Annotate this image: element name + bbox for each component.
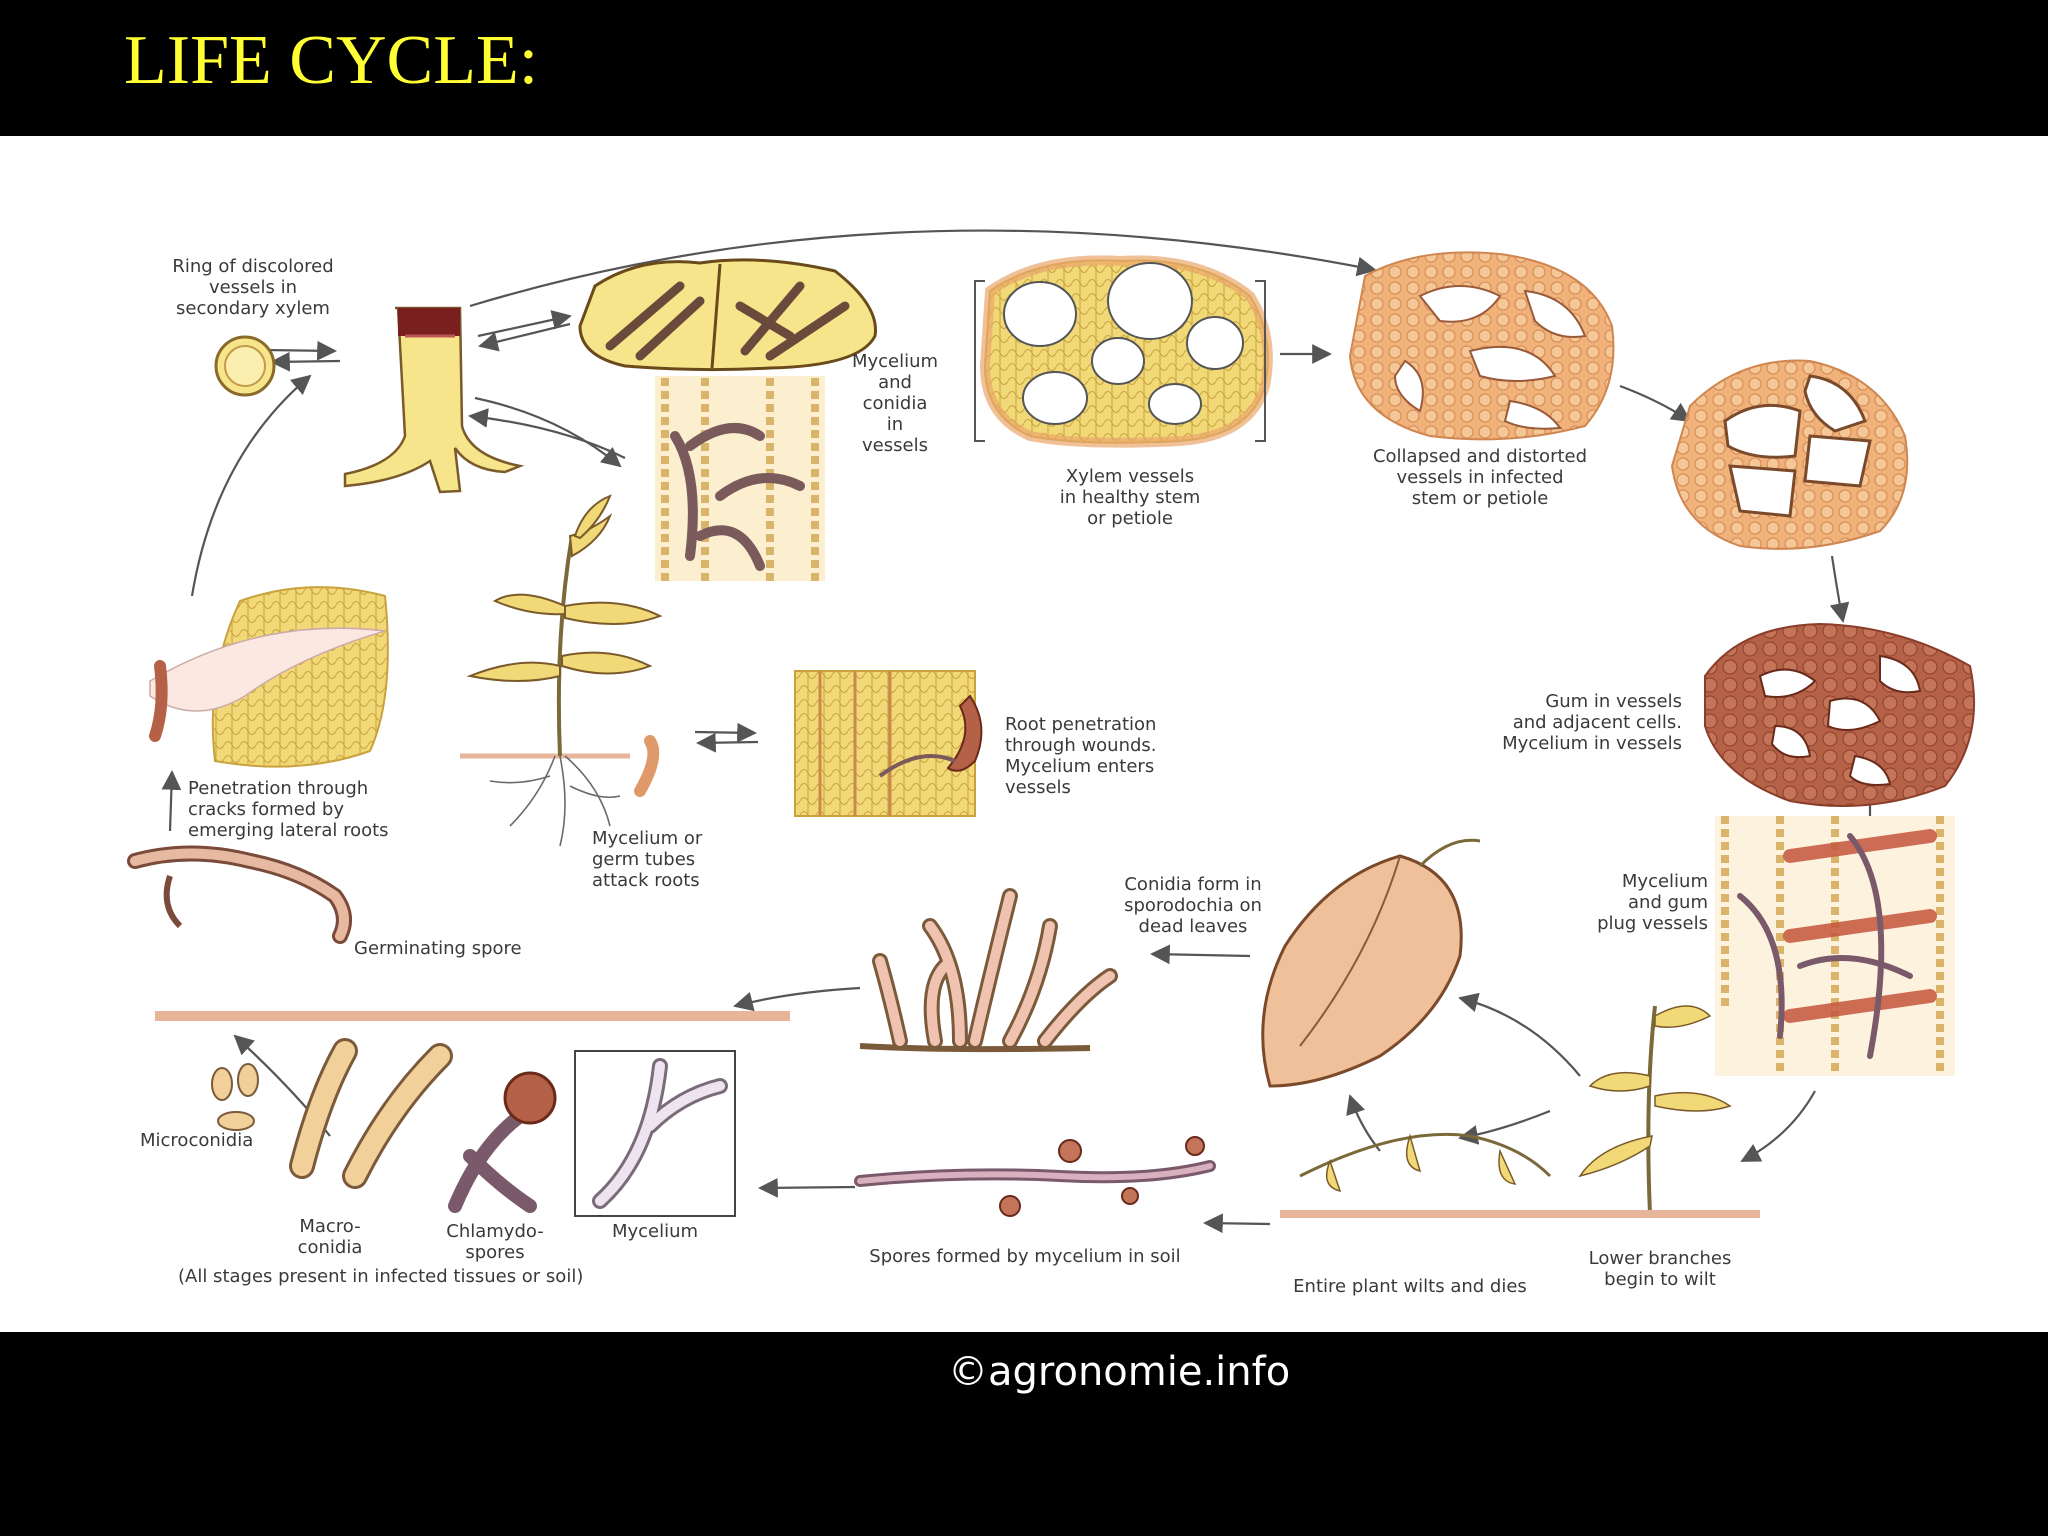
label-gum-in-vessels: Gum in vessels and adjacent cells. Mycel… [1502,691,1682,754]
gum-plug-vessels-illustration [1715,816,1955,1076]
label-microconidia: Microconidia [140,1130,254,1151]
footer-bar: ©agronomie.info [0,1332,2048,1536]
copyright-text: ©agronomie.info [948,1349,1291,1395]
label-mycelium: Mycelium [611,1221,699,1242]
gum-vessels-illustration [1704,622,1976,807]
label-entire-plant-wilts: Entire plant wilts and dies [1293,1276,1527,1297]
label-lower-branches-wilt: Lower branches begin to wilt [1588,1248,1732,1290]
label-all-stages: (All stages present in infected tissues … [178,1266,584,1287]
vessel-mycelium-longitudinal [655,376,825,581]
infected-vessel-cells [578,258,877,372]
life-cycle-diagram: Ring of discolored vessels in secondary … [0,136,2048,1332]
distorted-vessels-illustration [1670,359,1909,550]
label-collapsed-vessels: Collapsed and distorted vessels in infec… [1372,446,1588,509]
label-ring-discolored-vessels: Ring of discolored vessels in secondary … [172,256,334,319]
cycle-arrows [161,229,1880,1234]
stem-ring-illustration [214,306,525,494]
sporodochia-conidia-illustration [859,888,1118,1053]
healthy-xylem-illustration [974,255,1273,448]
label-conidia-sporodochia: Conidia form in sporodochia on dead leav… [1124,874,1262,937]
label-penetration-cracks: Penetration through cracks formed by eme… [188,778,389,841]
label-mycelium-conidia-vessels: Mycelium and conidia in vessels [851,351,939,456]
dead-leaf-illustration [1261,838,1481,1088]
label-macroconidia: Macro- conidia [297,1216,363,1258]
crack-penetration-illustration [149,586,389,768]
collapsed-vessels-illustration [1348,251,1615,441]
healthy-plant-illustration [460,494,663,847]
label-chlamydospores: Chlamydo- spores [446,1221,544,1263]
title-bar: LIFE CYCLE: [0,0,2048,136]
label-germinating-spore: Germinating spore [354,938,522,959]
slide-title: LIFE CYCLE: [124,22,539,99]
soil-mycelium-illustration [854,1136,1216,1217]
label-spores-in-soil: Spores formed by mycelium in soil [869,1246,1181,1267]
diagram-illustration [127,229,1976,1234]
germinating-spore-illustration [127,845,352,944]
root-penetration-illustration [794,670,983,817]
label-mycelium-gum-plug: Mycelium and gum plug vessels [1597,871,1708,934]
label-mycelium-germ-tubes: Mycelium or germ tubes attack roots [592,828,703,891]
label-xylem-healthy: Xylem vessels in healthy stem or petiole [1059,466,1201,529]
wilted-plants-illustration [1280,1005,1760,1218]
label-root-penetration: Root penetration through wounds. Myceliu… [1005,714,1157,798]
spore-types-illustration [211,1038,736,1217]
